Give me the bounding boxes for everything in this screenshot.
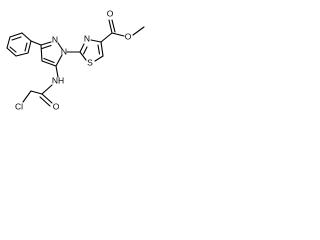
ester-ether-oxygen-label: O [125,31,132,41]
chlorine-label: Cl [15,101,23,111]
phenyl-bond-2 [9,32,23,38]
pyrazole-n1-c5 [55,54,63,67]
pyrazole-c5-c4 [41,60,57,67]
pyrazole-nh-bond [55,65,59,78]
pyrazole-c5-c4-double [43,57,55,64]
ester-c-o-double-2 [111,19,116,33]
pyrazole-n1-label: N [61,46,67,56]
atom-labels: O O N S N N NH O Cl [15,8,132,111]
bonds [6,19,145,107]
phenyl-double-2 [24,42,28,52]
phenyl-bond-4 [27,40,32,54]
phenyl-bond-3 [21,32,32,42]
phenyl-pyrazole-bond [30,40,42,46]
ester-o-methyl [132,26,145,36]
phenyl-bond-5 [15,52,29,57]
thiazole-c2-n3-double [82,46,88,55]
pyrazole-c4-c3 [40,44,43,62]
pyrazole-c3-n2 [40,41,52,46]
amide-nh-label: NH [52,75,64,85]
phenyl-double-1 [11,36,22,41]
thiazole-c4-c5 [100,41,104,57]
phenyl-double-3 [9,46,17,53]
chemical-structure: O O N S N N NH O Cl [6,8,145,111]
amide-oxygen-label: O [53,101,60,111]
nh-amide-bond [41,84,53,95]
thiazole-sulfur-label: S [87,57,93,67]
phenyl-bond-1 [6,36,11,49]
thiazole-nitrogen-label: N [84,33,90,43]
ester-c-o-double-1 [108,19,113,34]
ester-carbonyl-oxygen-label: O [107,8,114,18]
thiazole-s1-c2 [79,51,87,61]
amide-c-o-double-1 [41,93,53,104]
phenyl-bond-6 [6,47,17,57]
ester-c-o-single [111,32,125,37]
amide-c-o-double-2 [39,96,51,107]
thiazole-c4-c5-double [97,44,101,55]
amide-ch2-bond [30,90,43,95]
ester-c-bond [100,32,113,43]
thiazole-c5-s1 [94,55,104,62]
ch2-cl-bond [22,90,32,103]
pyrazole-c3-n2-double [41,44,52,50]
pyrazole-n2-label: N [52,34,58,44]
thiazole-n3-c4 [90,39,102,43]
pyrazole-n2-n1 [57,42,63,50]
thiazole-c2-n3 [79,43,85,53]
